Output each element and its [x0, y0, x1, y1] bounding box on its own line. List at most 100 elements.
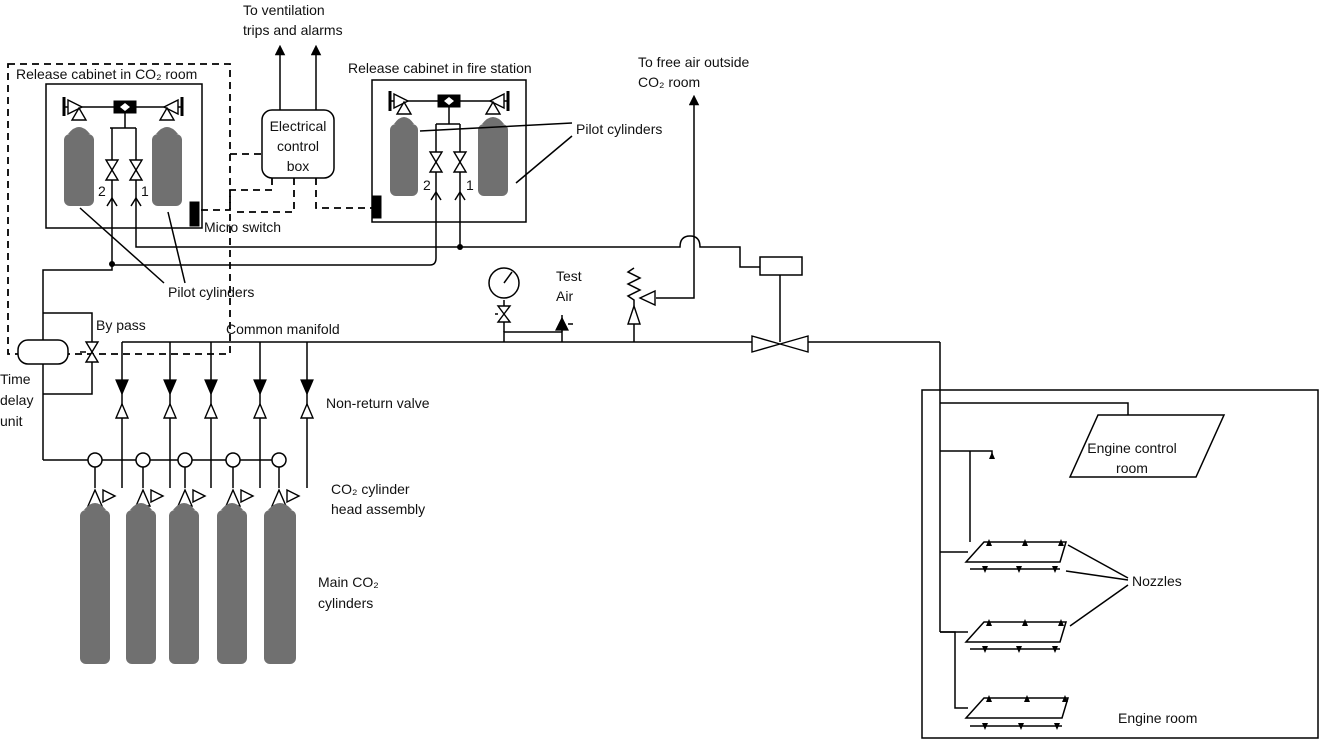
electrical-line — [315, 178, 372, 209]
head-assembly-node — [135, 452, 151, 468]
cylinder-cap — [84, 503, 106, 510]
cylinder-bank-5 — [264, 342, 315, 664]
vent-to-free-air-line — [656, 94, 700, 299]
cylinder-cap — [221, 503, 243, 510]
pilot-valve-1-icon[interactable] — [128, 159, 144, 181]
pilot-valve-1-icon[interactable] — [452, 151, 468, 173]
cylinder-cap — [173, 503, 195, 510]
pilot-valve-2-icon[interactable] — [104, 159, 120, 181]
nozzles-label: Nozzles — [1132, 573, 1182, 589]
ventilation-label-1: To ventilation — [243, 2, 325, 18]
non-return-valve-label: Non-return valve — [326, 395, 430, 411]
engine-room-label: Engine room — [1118, 710, 1197, 726]
non-return-valve-icon — [252, 402, 268, 419]
nozzle-icon — [1018, 723, 1024, 730]
release-valve-icon[interactable] — [488, 92, 505, 110]
nozzle-icon — [1054, 723, 1060, 730]
cylinder-head-outlet-icon — [240, 488, 255, 504]
test-air-label-2: Air — [556, 288, 573, 304]
main-co2-cylinder — [217, 510, 247, 664]
nozzle-icon — [989, 452, 995, 459]
cylinder-head-outlet-icon — [192, 488, 207, 504]
micro-switch-icon — [371, 195, 382, 219]
release-cabinet-fire-station: 2 1 Release cabinet in fire station — [348, 60, 532, 247]
non-return-valve-icon — [300, 379, 314, 396]
pilot-leader-line — [419, 122, 573, 132]
electrical-control-box: Electrical control box To ventilation tr… — [199, 2, 372, 213]
pilot-cylinder-cap — [68, 127, 90, 134]
head-assembly-node — [271, 452, 287, 468]
engine-room: Engine control room — [921, 342, 1319, 739]
nozzle-icon — [1022, 619, 1028, 626]
bypass-valve-icon[interactable] — [84, 341, 100, 363]
engine-control-room-label-1: Engine control — [1087, 440, 1177, 456]
pilot-leader-line — [515, 135, 573, 184]
nozzle-platform-1 — [964, 541, 1068, 563]
release-valve-icon[interactable] — [162, 98, 179, 116]
electrical-line — [232, 178, 295, 213]
non-return-valve-icon — [203, 402, 219, 419]
head-assembly-label-2: head assembly — [331, 501, 425, 517]
pilot-valve-number-1: 1 — [141, 183, 149, 199]
cylinder-bank-2 — [126, 342, 178, 664]
free-air-label-1: To free air outside — [638, 54, 749, 70]
main-stop-valve-icon[interactable] — [751, 335, 809, 353]
check-valve-icon — [430, 190, 442, 201]
gauge-valve-icon[interactable] — [496, 305, 512, 323]
nozzle-platform-3 — [964, 697, 1070, 719]
nozzle-icon — [1016, 566, 1022, 573]
pilot-cylinder-cap — [156, 127, 178, 134]
cylinder-bank-3 — [169, 342, 219, 664]
electrical-control-box-label-1: Electrical — [270, 118, 327, 134]
time-delay-label-1: Time — [0, 371, 31, 387]
release-valve-icon[interactable] — [393, 92, 410, 110]
nozzle-icon — [1052, 566, 1058, 573]
pilot-valve-2-icon[interactable] — [428, 151, 444, 173]
nozzle-icon — [982, 723, 988, 730]
main-co2-cylinder — [169, 510, 199, 664]
pilot-to-time-delay — [42, 265, 113, 340]
release-cabinet-co2-room: 2 1 Release cabinet in CO₂ room — [7, 63, 231, 355]
test-air-valve-icon[interactable] — [555, 316, 569, 331]
time-delay-label-2: delay — [0, 392, 33, 408]
nozzle-icon — [986, 539, 992, 546]
pipe-junction — [457, 244, 463, 250]
time-delay-unit: By pass Time delay unit — [0, 312, 146, 460]
pilot-line-lower — [111, 236, 437, 266]
pilot-valve-number-1: 1 — [466, 177, 474, 193]
non-return-valve-icon — [253, 379, 267, 396]
common-manifold-label: Common manifold — [226, 321, 340, 337]
nozzle-icon — [1016, 646, 1022, 653]
nozzle-icon — [982, 566, 988, 573]
nozzle-icon — [1052, 646, 1058, 653]
cylinder-head-outlet-icon — [286, 488, 301, 504]
test-air-label-1: Test — [556, 268, 582, 284]
cylinder-head-outlet-icon — [102, 488, 117, 504]
head-valve-icon — [395, 100, 413, 115]
release-valve-icon[interactable] — [67, 98, 84, 116]
release-cabinet-co2-room-label: Release cabinet in CO₂ room — [16, 66, 197, 82]
non-return-valve-icon — [204, 379, 218, 396]
pilot-cylinder-left-a — [64, 134, 94, 206]
nozzle-leader-line — [1067, 544, 1129, 579]
head-valve-icon — [158, 106, 176, 121]
relief-valve-icon — [627, 303, 641, 325]
main-cylinders-label-1: Main CO₂ — [318, 574, 379, 590]
time-delay-label-3: unit — [0, 413, 23, 429]
pilot-cylinder-right-b — [478, 124, 508, 196]
release-cabinet-fire-station-label: Release cabinet in fire station — [348, 60, 532, 76]
non-return-valve-icon — [115, 379, 129, 396]
cylinder-cap — [130, 503, 152, 510]
electrical-line — [199, 178, 273, 211]
head-valve-icon — [70, 106, 88, 121]
ventilation-label-2: trips and alarms — [243, 22, 343, 38]
pilot-valve-number-2: 2 — [423, 177, 431, 193]
nozzle-platform-2 — [964, 621, 1068, 643]
micro-switch-label: Micro switch — [204, 219, 281, 235]
pilot-cylinder-cap — [482, 117, 504, 124]
cylinder-head-outlet-icon — [150, 488, 165, 504]
nozzle-icon — [1022, 539, 1028, 546]
free-air-label-2: CO₂ room — [638, 74, 700, 90]
nozzle-leader-line — [1065, 570, 1129, 581]
